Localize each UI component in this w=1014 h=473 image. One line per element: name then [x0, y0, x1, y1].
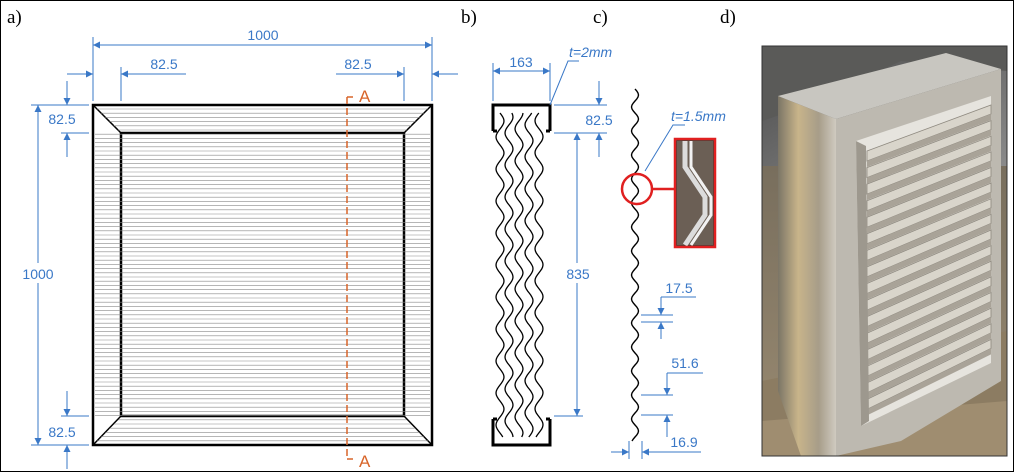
- section-wave: [534, 112, 544, 438]
- dim-top-frame: 82.5: [48, 111, 75, 127]
- dim-right-frame: 82.5: [344, 56, 371, 72]
- dim-left-frame: 82.5: [150, 56, 177, 72]
- panel-a-drawing: A A: [91, 87, 434, 471]
- dim-bottom-frame: 82.5: [48, 424, 75, 440]
- outer-frame: [91, 103, 434, 447]
- photo-louver-shadow: [867, 254, 991, 317]
- photo-louver-shadow: [867, 192, 991, 250]
- panel-b-section: [491, 103, 552, 447]
- section-wave: [495, 112, 505, 438]
- louver-lines: [95, 108, 430, 442]
- photo-louver-shadow: [867, 270, 991, 333]
- photo-louver-shadow: [867, 285, 991, 350]
- dim-b-frame: 82.5: [585, 112, 612, 128]
- dim-c-d1: 17.5: [665, 280, 692, 296]
- inner-frame: [119, 131, 406, 418]
- photo-louver-shadow: [867, 129, 991, 184]
- profile-wave: [630, 88, 640, 442]
- panel-c-label: c): [593, 7, 608, 28]
- photo-louver-shadow: [867, 145, 991, 201]
- panel-a-label: a): [7, 7, 22, 28]
- photo-louver-shadow: [867, 223, 991, 283]
- panel-c-dimensions: 17.5 51.6 16.9: [611, 280, 703, 459]
- photo-louver-shadow: [867, 317, 991, 383]
- photo-louver-shadow: [867, 207, 991, 267]
- dim-louver-span: 835: [566, 266, 590, 282]
- photo-louver-shadow: [867, 332, 991, 399]
- photo-louver-shadow: [867, 301, 991, 366]
- panel-b-dimensions: 163 t=2mm 82.5 835: [492, 44, 613, 417]
- panel-c-profile: t=1.5mm: [620, 88, 726, 442]
- dim-c-thickness: t=1.5mm: [671, 108, 726, 124]
- section-waves: [495, 112, 544, 438]
- section-marker-top: A: [359, 87, 371, 106]
- section-wave: [504, 112, 514, 438]
- zoom-inset: [673, 137, 717, 249]
- section-wave: [514, 112, 524, 438]
- section-marker-bottom: A: [359, 452, 371, 471]
- photo-louver-shadow: [867, 160, 991, 217]
- photo-louver-shadow: [867, 239, 991, 300]
- dim-width: 1000: [247, 27, 278, 43]
- section-wave: [524, 112, 534, 438]
- photo-louver-shadow: [867, 176, 991, 234]
- panel-d-label: d): [720, 7, 736, 28]
- panel-b-label: b): [461, 7, 477, 28]
- dim-b-thickness: t=2mm: [569, 44, 613, 60]
- dim-depth: 163: [509, 54, 533, 70]
- photo-louver-shadow: [867, 348, 991, 416]
- dim-c-d3: 16.9: [670, 434, 697, 450]
- dim-height: 1000: [22, 266, 53, 282]
- panel-a-dimensions: 1000 82.5 82.5 82.5 1000 82.5: [15, 27, 458, 469]
- highlight-circle: [620, 172, 654, 206]
- photo-louver-shadow: [867, 114, 991, 167]
- panel-d-photo: [762, 46, 1007, 456]
- dim-c-d2: 51.6: [671, 355, 698, 371]
